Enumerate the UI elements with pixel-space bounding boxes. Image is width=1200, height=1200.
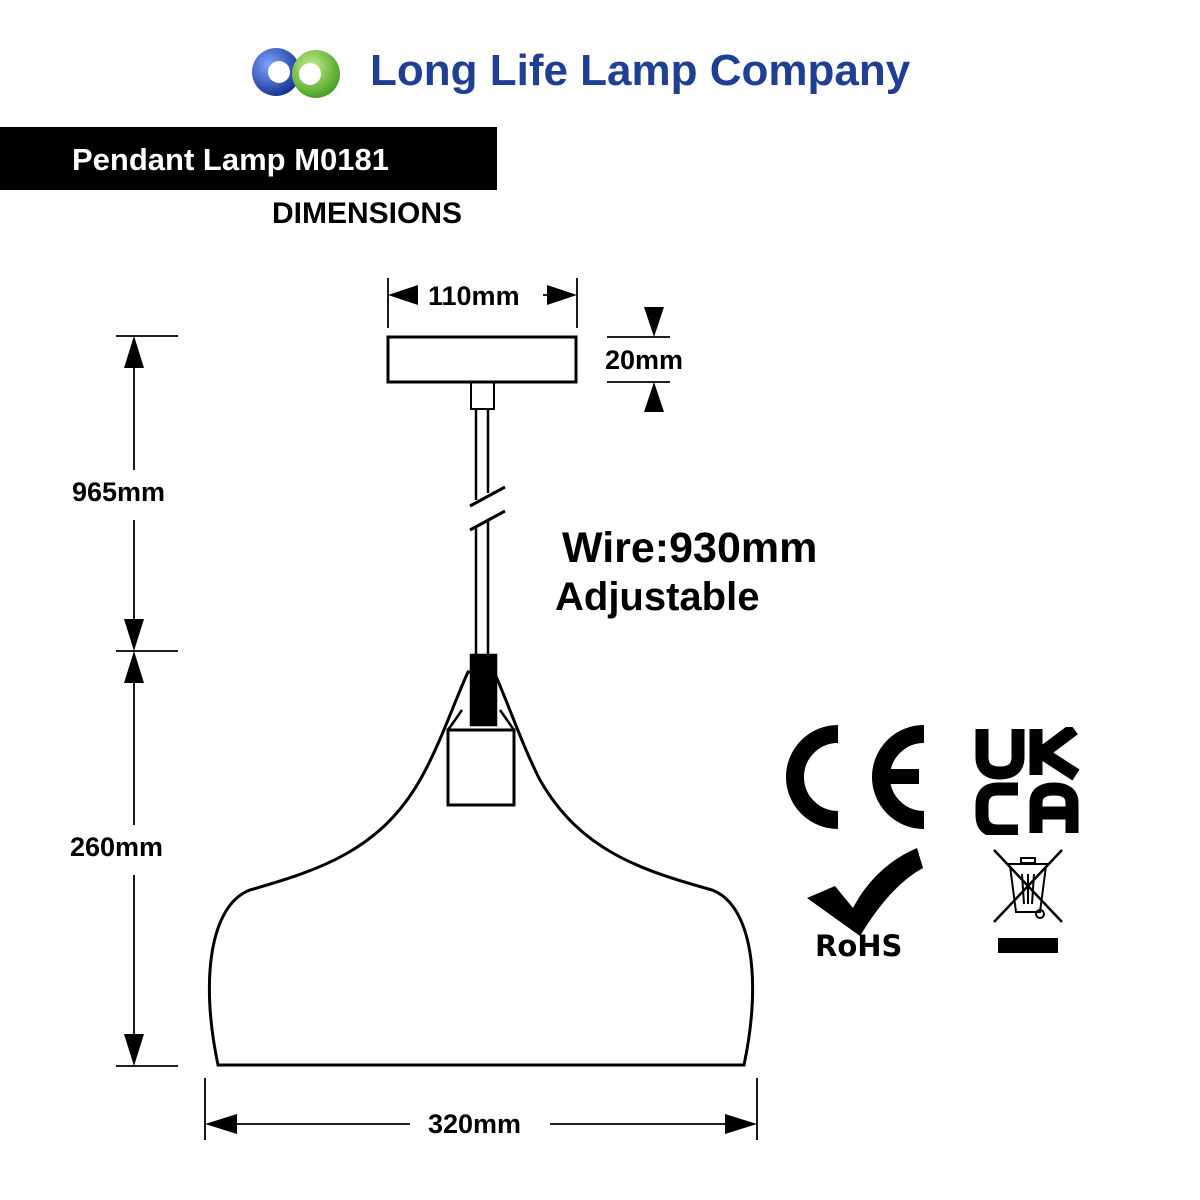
- canopy-stem: [470, 381, 495, 410]
- section-subtitle: DIMENSIONS: [272, 197, 463, 230]
- wire-adjustable-label: Adjustable: [555, 575, 760, 619]
- company-name: Long Life Lamp Company: [370, 46, 911, 95]
- rohs-label: RoHS: [815, 929, 902, 960]
- shade-outline: [207, 670, 755, 1067]
- ukca-mark-icon: [975, 727, 1080, 835]
- dimension-arrowheads: [124, 285, 757, 1134]
- shade-width-label: 320mm: [428, 1109, 522, 1139]
- title-bar: [0, 127, 497, 190]
- wire-length-label: Wire:930mm: [562, 524, 818, 572]
- drop-length-label: 965mm: [72, 477, 166, 507]
- ce-mark-icon: [786, 725, 925, 829]
- canopy-outline: [386, 335, 578, 384]
- rohs-check-icon: RoHS: [807, 848, 923, 960]
- canopy-height-label: 20mm: [605, 345, 684, 375]
- shade-height-label: 260mm: [70, 832, 164, 862]
- canopy-width-label: 110mm: [428, 281, 520, 311]
- company-logo-icon: [252, 48, 340, 98]
- weee-crossed-bin-icon: [993, 849, 1063, 953]
- socket: [446, 728, 516, 807]
- product-title: Pendant Lamp M0181: [72, 142, 389, 177]
- socket-holder: [469, 653, 498, 727]
